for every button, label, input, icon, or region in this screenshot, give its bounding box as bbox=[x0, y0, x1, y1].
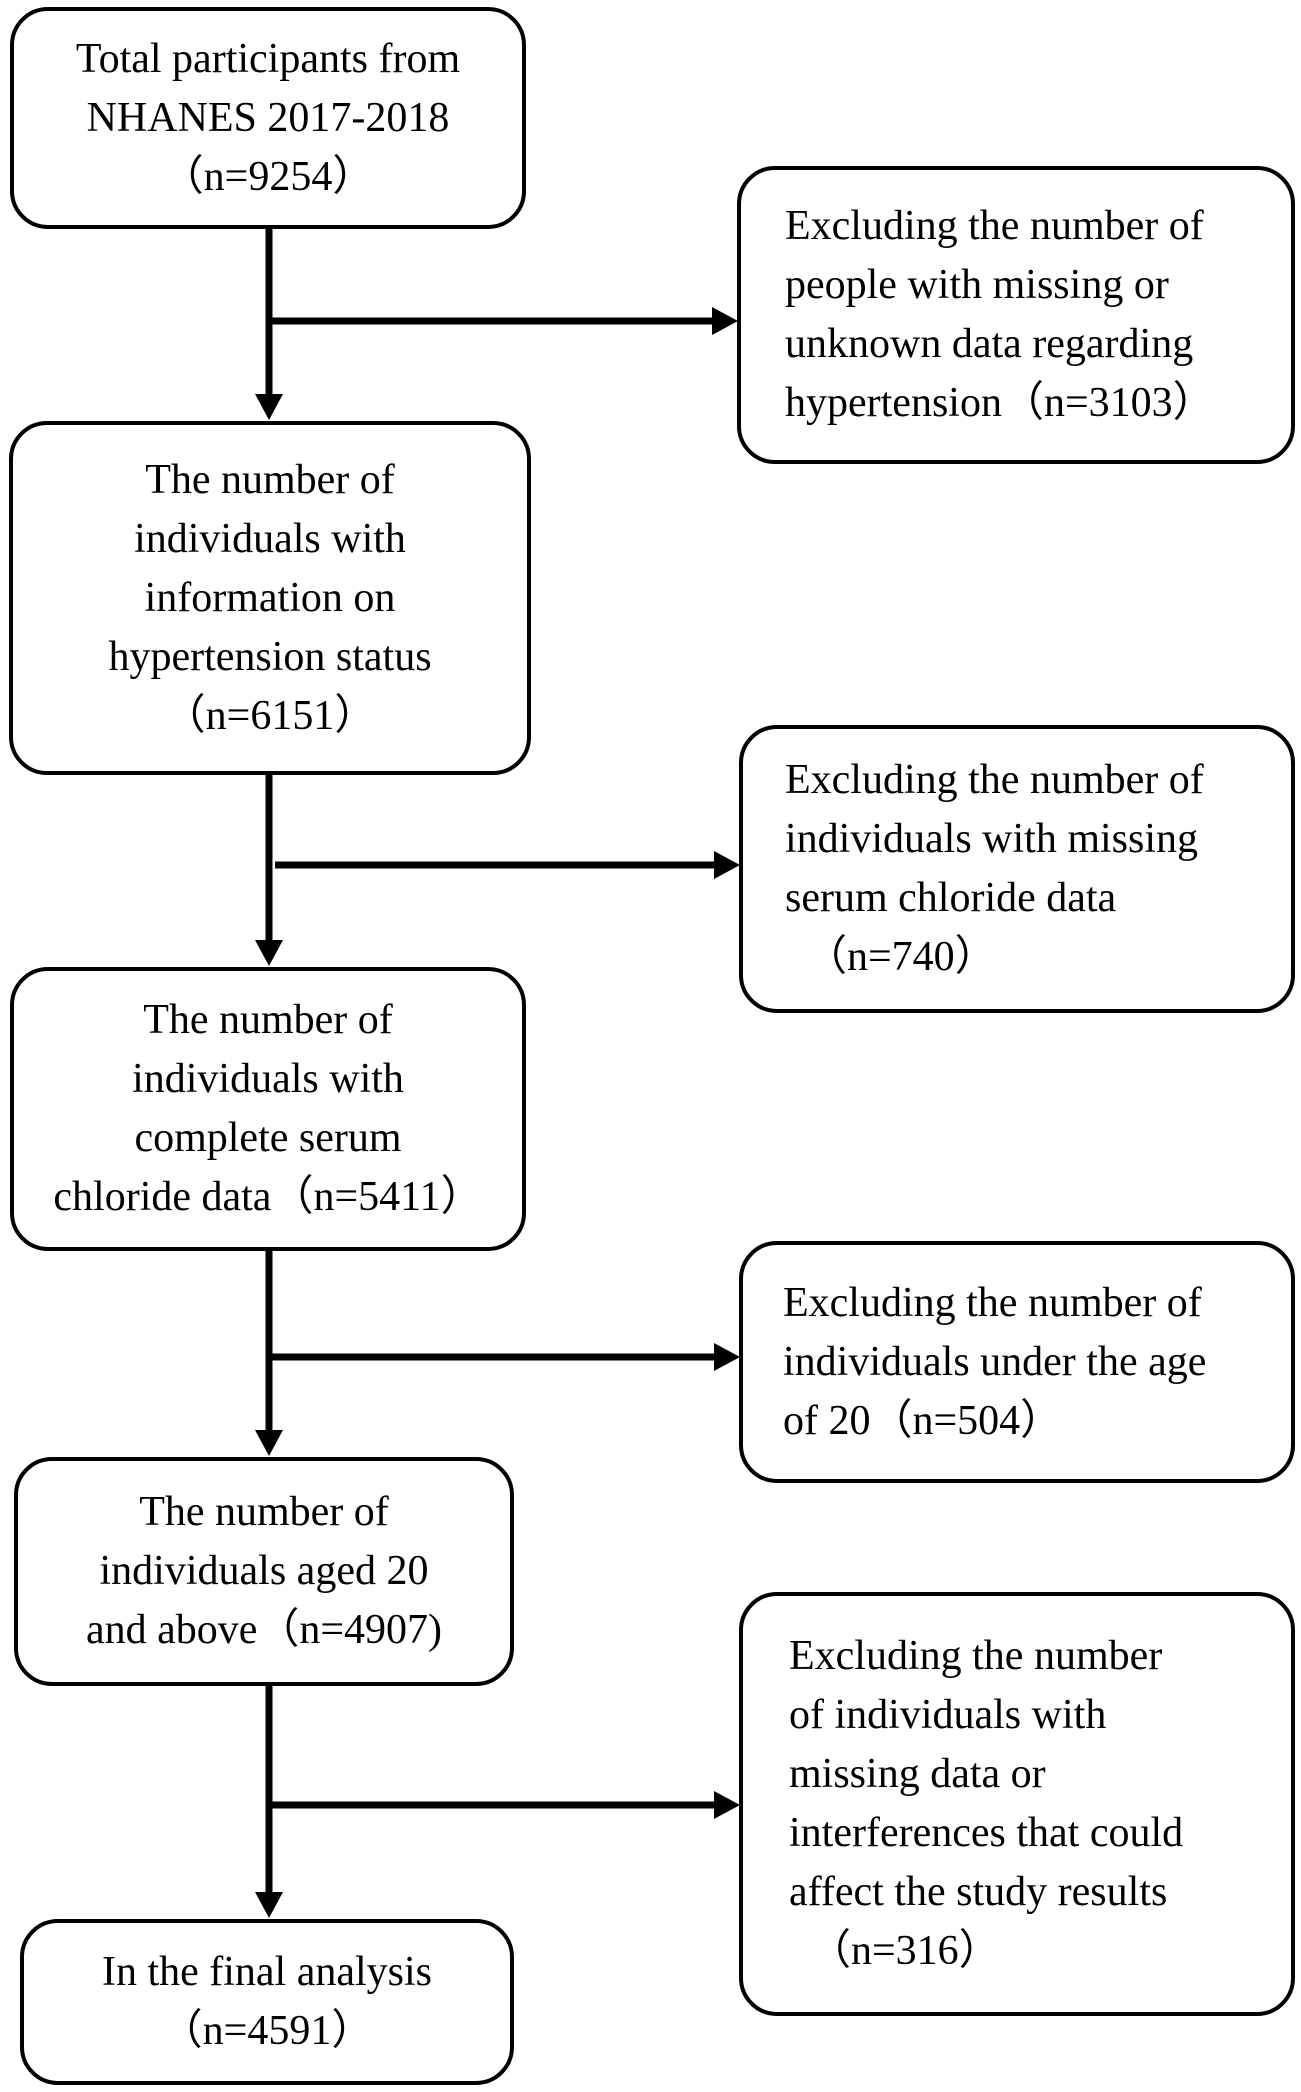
box-text-line: hypertension status bbox=[108, 633, 432, 680]
box-text-line: information on bbox=[144, 574, 396, 621]
box-exclude-chloride-missing: Excluding the number of individuals with… bbox=[739, 725, 1295, 1013]
arrowhead-right-4 bbox=[714, 1791, 740, 1819]
box-text-line: In the final analysis bbox=[101, 1949, 433, 1995]
box-text-line: NHANES 2017-2018 bbox=[86, 94, 450, 141]
box-text-line: individuals under the age bbox=[783, 1338, 1207, 1385]
box-text-line: complete serum bbox=[134, 1115, 402, 1161]
box-text-line: The number of bbox=[145, 456, 395, 503]
arrowhead-right-2 bbox=[714, 851, 740, 879]
box-text-line: and above（n=4907) bbox=[85, 1607, 443, 1653]
box-text-line: （n=4591） bbox=[160, 2008, 374, 2054]
box-text-line: （n=6151） bbox=[163, 692, 377, 739]
box-exclude-hypertension-missing: Excluding the number of people with miss… bbox=[737, 166, 1295, 464]
box-text-line: （n=316） bbox=[809, 1928, 1001, 1974]
box-text-line: affect the study results bbox=[789, 1869, 1168, 1915]
box-text-line: missing data or bbox=[789, 1751, 1046, 1797]
arrowhead-down-2 bbox=[255, 940, 283, 966]
box-text-line: unknown data regarding bbox=[785, 321, 1194, 367]
box-text-line: （n=740） bbox=[805, 934, 997, 980]
box-text-line: Excluding the number of bbox=[785, 203, 1204, 249]
box-text-line: Excluding the number bbox=[789, 1633, 1163, 1679]
arrowhead-down-3 bbox=[255, 1430, 283, 1456]
arrowhead-down-4 bbox=[255, 1892, 283, 1918]
box-text-line: of individuals with bbox=[789, 1692, 1107, 1738]
box-text-line: Excluding the number of bbox=[785, 757, 1204, 803]
box-text-line: of 20（n=504） bbox=[783, 1397, 1063, 1444]
box-text-line: hypertension（n=3103） bbox=[785, 380, 1215, 426]
box-text-line: serum chloride data bbox=[785, 875, 1117, 921]
box-complete-chloride: The number of individuals with complete … bbox=[10, 967, 526, 1251]
arrowhead-right-1 bbox=[712, 307, 738, 335]
box-text-line: The number of bbox=[139, 1489, 389, 1535]
box-aged-20-above: The number of individuals aged 20 and ab… bbox=[14, 1457, 514, 1686]
box-text-line: people with missing or bbox=[785, 262, 1169, 308]
box-text-line: individuals with bbox=[132, 1056, 404, 1102]
arrowhead-right-3 bbox=[714, 1343, 740, 1371]
box-text-line: individuals with bbox=[134, 515, 406, 562]
box-text-line: individuals with missing bbox=[785, 816, 1199, 862]
box-exclude-under-20: Excluding the number of individuals unde… bbox=[739, 1241, 1295, 1483]
box-text-line: （n=9254） bbox=[161, 153, 375, 200]
box-text-line: The number of bbox=[143, 997, 393, 1043]
box-text-line: Excluding the number of bbox=[783, 1279, 1202, 1326]
box-hypertension-info: The number of individuals with informati… bbox=[9, 421, 531, 775]
box-text-line: individuals aged 20 bbox=[99, 1548, 429, 1594]
arrowhead-down-1 bbox=[255, 394, 283, 420]
box-text-line: interferences that could bbox=[789, 1810, 1184, 1856]
box-total-participants: Total participants from NHANES 2017-2018… bbox=[10, 7, 526, 229]
box-exclude-interferences: Excluding the number of individuals with… bbox=[739, 1592, 1295, 2016]
box-text-line: chloride data（n=5411） bbox=[53, 1174, 483, 1220]
box-text-line: Total participants from bbox=[75, 35, 461, 82]
box-final-analysis: In the final analysis （n=4591） bbox=[20, 1919, 514, 2085]
